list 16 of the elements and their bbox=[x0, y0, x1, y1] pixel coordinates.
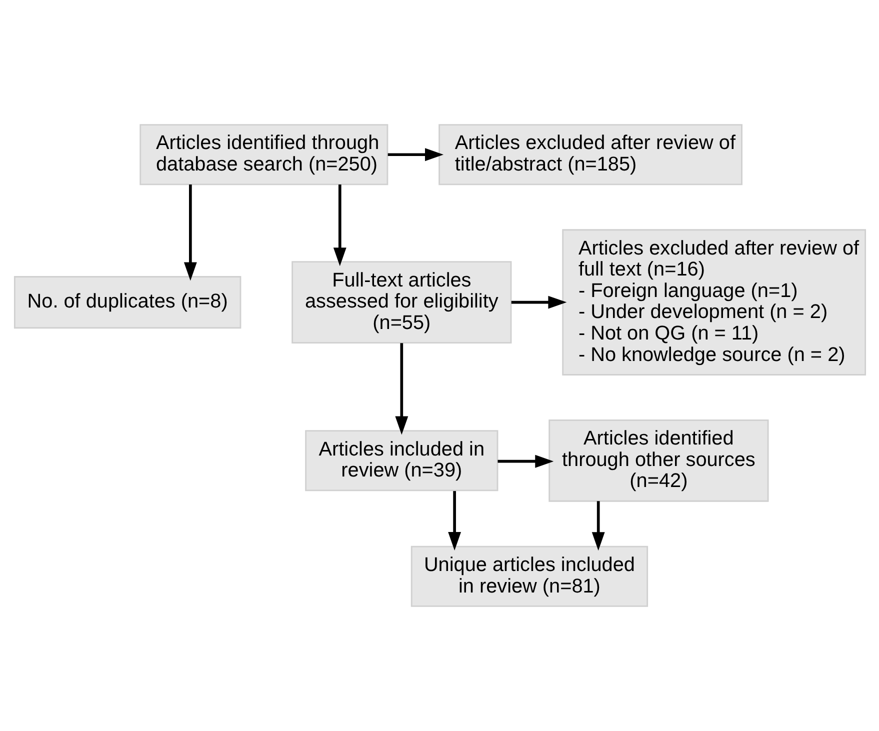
arrow bbox=[183, 184, 196, 281]
node-box: Articles identified through database search (n=250) bbox=[139, 124, 388, 186]
arrow bbox=[591, 501, 604, 551]
arrow bbox=[332, 184, 346, 266]
node-box: Full-text articles assessed for eligibility (n=55) bbox=[291, 261, 512, 344]
arrow bbox=[510, 296, 566, 309]
arrow bbox=[387, 148, 443, 162]
arrow bbox=[448, 491, 461, 550]
node-box: Articles included in review (n=39) bbox=[304, 430, 498, 492]
arrow bbox=[394, 343, 408, 435]
arrow bbox=[497, 454, 554, 468]
node-box: Articles identified through other sources (n=42) bbox=[548, 419, 768, 502]
node-box: Articles excluded after review of title/abstract (n=185) bbox=[438, 124, 742, 186]
node-box: Articles excluded after review of full text (n=16) - Foreign language (n=1) - Under development (n = 2) - Not on QG (n = 11) - No knowledge source (n = 2) bbox=[562, 229, 866, 376]
node-box: No. of duplicates (n=8) bbox=[13, 276, 241, 329]
node-box: Unique articles included in review (n=81) bbox=[410, 546, 648, 607]
